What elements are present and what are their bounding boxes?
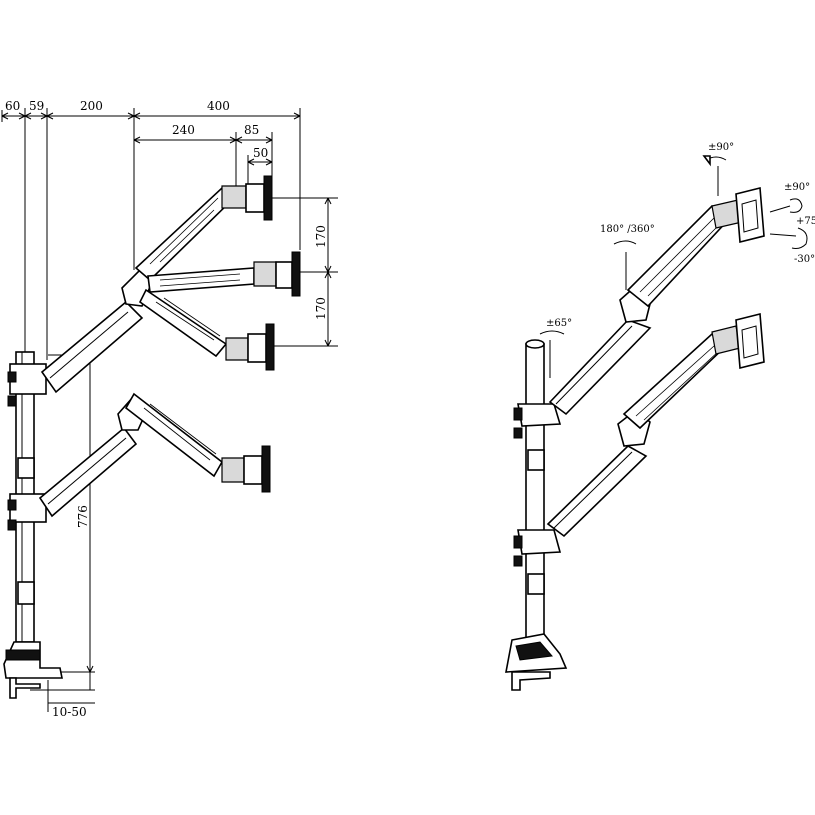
label-rotation-base: ±65° xyxy=(546,318,572,329)
dimension-200: 200 xyxy=(80,99,103,113)
dimension-776: 776 xyxy=(76,505,90,528)
dimension-50: 50 xyxy=(253,146,268,160)
dimension-10-50: 10-50 xyxy=(52,705,87,719)
label-rotation-tilt-up: +75° xyxy=(796,216,815,227)
rotation-arrow-tilt xyxy=(769,227,808,249)
side-view-drawing: 60 59 200 400 240 85 50 170 170 776 10-5… xyxy=(1,99,338,719)
dimension-240: 240 xyxy=(172,123,195,137)
perspective-view-drawing: ±90° ±90° +75° -30° 180° /360° ±65° xyxy=(505,142,815,691)
dimension-170-upper: 170 xyxy=(314,225,328,248)
rotation-arrow-tilt-top xyxy=(702,155,727,196)
label-rotation-tilt-top: ±90° xyxy=(708,142,734,153)
dimension-60: 60 xyxy=(5,99,20,113)
dimension-170-lower: 170 xyxy=(314,297,328,320)
dimension-59: 59 xyxy=(29,99,44,113)
rotation-arrow-arm xyxy=(613,240,637,290)
rotation-arrow-swivel-right xyxy=(769,198,803,213)
label-rotation-arm: 180° /360° xyxy=(600,224,655,235)
label-rotation-swivel-right: ±90° xyxy=(784,182,810,193)
monitor-head-middle xyxy=(253,251,301,297)
monitor-head-bottom xyxy=(225,323,275,371)
dimension-85: 85 xyxy=(244,123,259,137)
dimension-400: 400 xyxy=(207,99,230,113)
rotation-arrow-base xyxy=(539,330,565,378)
monitor-head-top xyxy=(221,175,273,221)
label-rotation-tilt-down: -30° xyxy=(794,254,815,265)
